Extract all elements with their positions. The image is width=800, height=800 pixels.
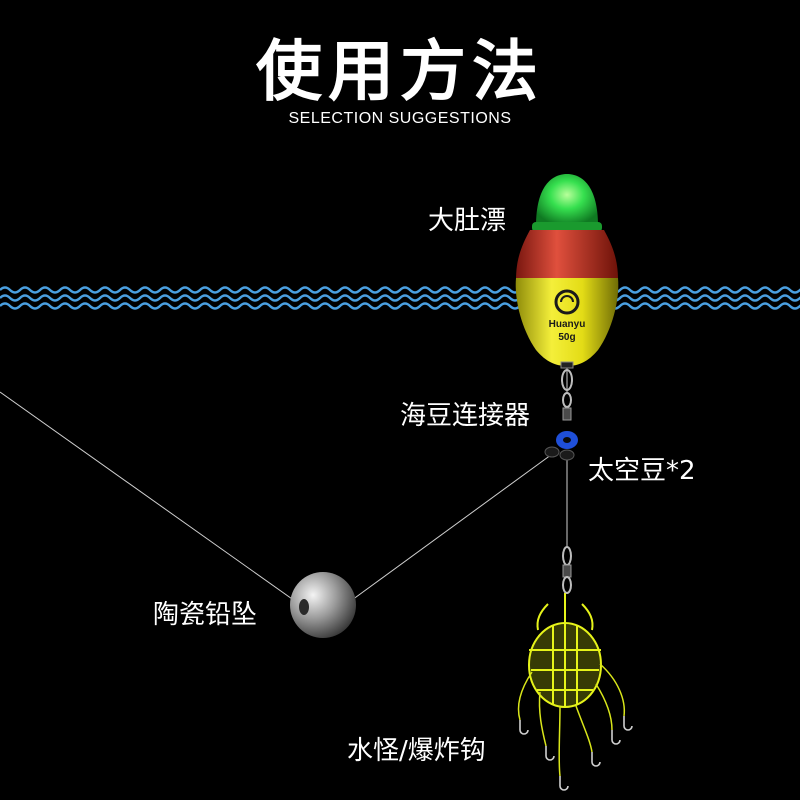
space-beads xyxy=(544,431,578,461)
connector-label: 海豆连接器 xyxy=(400,401,531,431)
page-subtitle: SELECTION SUGGESTIONS xyxy=(288,110,512,127)
bead-label: 太空豆*2 xyxy=(588,456,696,486)
page-title: 使用方法 xyxy=(256,33,544,110)
brand-logo-icon xyxy=(554,289,580,315)
connector-swivel xyxy=(560,361,574,421)
fishing-lines xyxy=(0,360,568,607)
hook-swivel xyxy=(562,546,572,594)
float-label: 大肚漂 xyxy=(428,206,507,236)
ceramic-sinker xyxy=(290,572,356,638)
sinker-label: 陶瓷铅坠 xyxy=(153,600,258,630)
hook-label: 水怪/爆炸钩 xyxy=(347,736,486,766)
hook-strands xyxy=(517,663,626,777)
float-weight-text: 50g xyxy=(558,332,575,343)
fishing-hooks xyxy=(519,716,633,791)
water-surface-waves xyxy=(0,286,800,310)
big-belly-float: Huanyu 50g xyxy=(515,174,619,366)
explosion-hook-cage xyxy=(528,593,602,708)
float-brand-text: Huanyu xyxy=(549,319,586,330)
